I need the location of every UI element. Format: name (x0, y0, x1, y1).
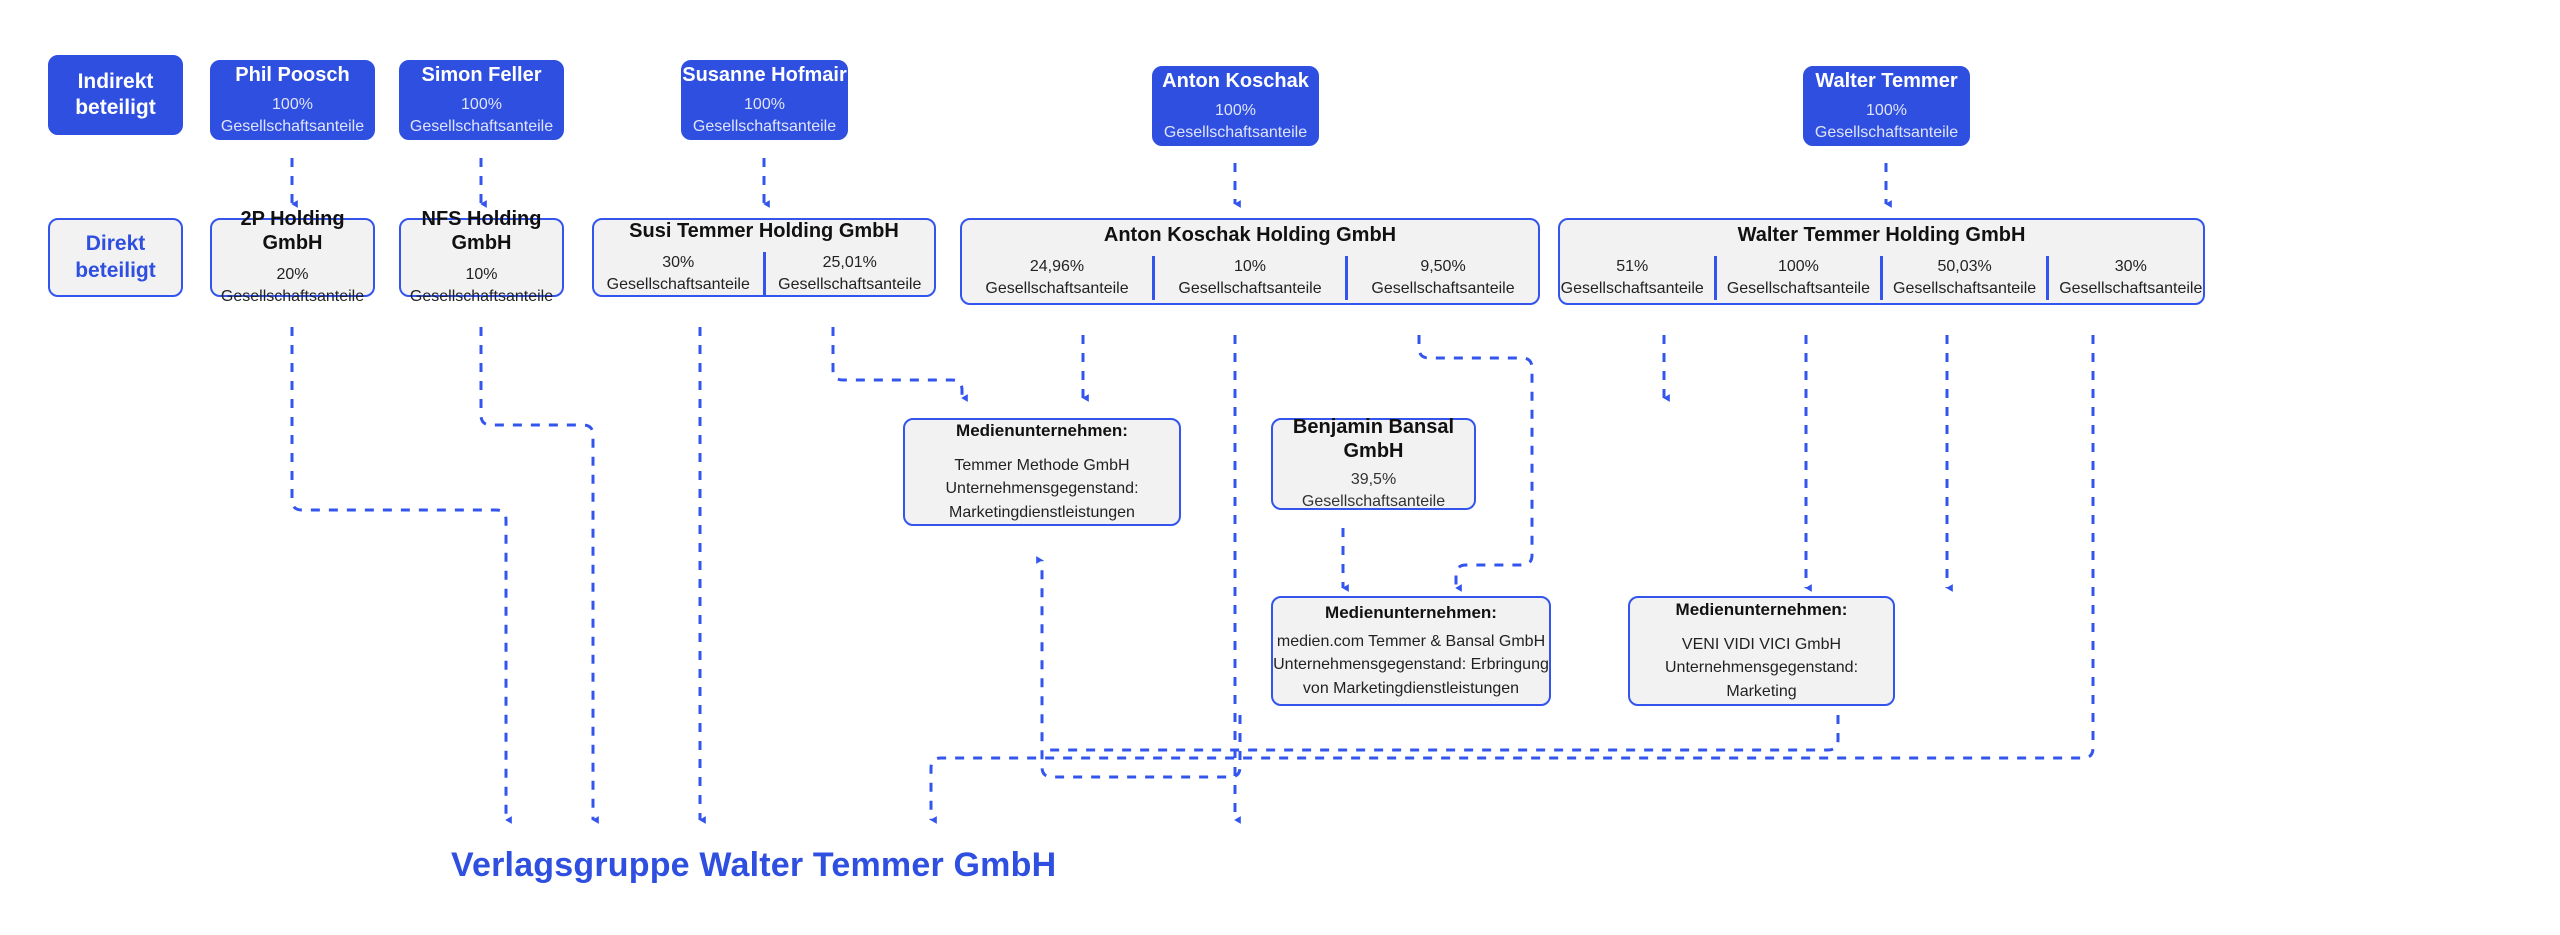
share-percent: 100% (1777, 258, 1819, 276)
share-item: 24,96% Gesellschaftsanteile (962, 256, 1152, 299)
media-card-medien-com-temmer-bansal-gmbh[interactable]: Medienunternehmen: medien.com Temmer & B… (1271, 596, 1551, 706)
shareholder-name: Walter Temmer (1815, 69, 1958, 92)
media-line1: Temmer Methode GmbH (954, 457, 1130, 475)
wire-2p-to-verlagsgruppe (290, 327, 512, 824)
share-item: 100% Gesellschaftsanteile (1713, 256, 1880, 300)
shareholder-name: Anton Koschak (1162, 69, 1309, 92)
share-item: 30% Gesellschaftsanteile (2046, 256, 2212, 300)
holding-card-nfs-holding-gmbh[interactable]: NFS Holding GmbH 10% Gesellschaftsanteil… (399, 208, 564, 305)
shareholder-name: Susanne Hofmair (682, 63, 847, 86)
wire-susi-2501-to-temmer-methode (831, 327, 968, 402)
media-line3: von Marketingdienstleistungen (1302, 679, 1520, 697)
share-list: 51% Gesellschaftsanteile 100% Gesellscha… (1560, 256, 2203, 300)
wire-wth-30-to-verlagsgruppe (929, 335, 2095, 824)
share-list: 30% Gesellschaftsanteile 25,01% Gesellsc… (594, 252, 935, 296)
legend-direkt-line1: Direkt (85, 232, 146, 256)
share-item: 10% Gesellschaftsanteile (400, 264, 563, 307)
shareholder-unit: Gesellschaftsanteile (1163, 123, 1308, 141)
media-line2: Unternehmensgegenstand: Erbringung (1273, 656, 1549, 674)
share-label: Gesellschaftsanteile (1178, 280, 1322, 297)
holding-card-2p-holding-gmbh[interactable]: 2P Holding GmbH 20% Gesellschaftsanteile (210, 208, 375, 305)
share-percent: 10% (1233, 258, 1267, 276)
share-label: Gesellschaftsanteile (1560, 280, 1704, 297)
share-item: 20% Gesellschaftsanteile (211, 264, 374, 307)
media-head: Medienunternehmen: (956, 421, 1128, 441)
share-item: 10% Gesellschaftsanteile (1152, 256, 1345, 300)
share-item: 30% Gesellschaftsanteile (594, 252, 763, 295)
shareholder-percent: 100% (744, 95, 785, 113)
holding-name: Anton Koschak Holding GmbH (1103, 224, 1397, 247)
share-percent: 30% (2114, 258, 2147, 276)
subsidiary-name: Benjamin Bansal GmbH (1292, 415, 1455, 462)
company-card-benjamin-bansal-gmbh[interactable]: Benjamin Bansal GmbH 39,5% Gesellschafts… (1271, 415, 1476, 510)
shareholder-card-anton-koschak[interactable]: Anton Koschak 100% Gesellschaftsanteile (1152, 66, 1319, 146)
holding-card-anton-koschak-holding-gmbh[interactable]: Anton Koschak Holding GmbH 24,96% Gesell… (960, 218, 1540, 305)
share-percent: 20% (276, 266, 309, 284)
holding-name: Walter Temmer Holding GmbH (1737, 224, 2026, 247)
legend-direkt-beteiligt: Direkt beteiligt (48, 218, 183, 297)
shareholder-percent: 100% (1866, 101, 1907, 119)
share-percent: 51% (1616, 258, 1649, 276)
share-label: Gesellschaftsanteile (2059, 280, 2203, 297)
share-item: 51% Gesellschaftsanteile (1551, 256, 1714, 299)
share-percent: 50,03% (1937, 258, 1992, 276)
shareholder-unit: Gesellschaftsanteile (220, 117, 365, 135)
wire-nfs-to-verlagsgruppe (479, 327, 599, 824)
shareholder-percent: 100% (1215, 101, 1256, 119)
share-percent: 10% (465, 266, 498, 284)
subsidiary-percent: 39,5% (1350, 470, 1397, 488)
media-card-temmer-methode-gmbh[interactable]: Medienunternehmen: Temmer Methode GmbH U… (903, 418, 1181, 526)
media-line1: VENI VIDI VICI GmbH (1681, 636, 1842, 654)
shareholder-name: Simon Feller (421, 63, 542, 86)
media-card-veni-vidi-vici-gmbh[interactable]: Medienunternehmen: VENI VIDI VICI GmbH U… (1628, 596, 1895, 706)
legend-indirekt-line2: beteiligt (75, 96, 156, 119)
share-list: 24,96% Gesellschaftsanteile 10% Gesellsc… (962, 256, 1538, 300)
holding-name: NFS Holding GmbH (421, 208, 542, 255)
media-line3: Marketingdienstleistungen (949, 503, 1135, 521)
shareholder-card-susanne-hofmair[interactable]: Susanne Hofmair 100% Gesellschaftsanteil… (681, 60, 848, 140)
share-label: Gesellschaftsanteile (778, 276, 922, 293)
media-head: Medienunternehmen: (1325, 603, 1497, 623)
share-label: Gesellschaftsanteile (985, 280, 1129, 297)
holding-name: 2P Holding GmbH (240, 208, 345, 255)
media-line1: medien.com Temmer & Bansal GmbH (1276, 633, 1546, 651)
page-title-verlagsgruppe: Verlagsgruppe Walter Temmer GmbH (451, 846, 1057, 884)
share-percent: 9,50% (1420, 258, 1466, 276)
wire-veni-vidi-vici-run (1050, 715, 1840, 752)
share-percent: 24,96% (1029, 258, 1085, 276)
media-head: Medienunternehmen: (1675, 600, 1848, 620)
share-label: Gesellschaftsanteile (1726, 280, 1870, 297)
wire-medien-com-to-temmer-methode (1036, 556, 1242, 779)
holding-card-walter-temmer-holding-gmbh[interactable]: Walter Temmer Holding GmbH 51% Gesellsch… (1558, 218, 2205, 305)
shareholder-card-phil-poosch[interactable]: Phil Poosch 100% Gesellschaftsanteile (210, 60, 375, 140)
shareholder-card-simon-feller[interactable]: Simon Feller 100% Gesellschaftsanteile (399, 60, 564, 140)
share-percent: 25,01% (822, 254, 877, 272)
share-percent: 30% (662, 254, 695, 272)
holding-card-susi-temmer-holding-gmbh[interactable]: Susi Temmer Holding GmbH 30% Gesellschaf… (592, 218, 936, 297)
shareholder-percent: 100% (461, 95, 502, 113)
subsidiary-unit: Gesellschaftsanteile (1301, 493, 1446, 510)
share-label: Gesellschaftsanteile (220, 288, 365, 305)
share-item: 50,03% Gesellschaftsanteile (1880, 256, 2046, 300)
shareholder-percent: 100% (272, 95, 313, 113)
share-label: Gesellschaftsanteile (606, 276, 750, 293)
shareholder-unit: Gesellschaftsanteile (409, 117, 554, 135)
legend-direkt-line2: beteiligt (75, 258, 156, 282)
share-item: 25,01% Gesellschaftsanteile (762, 252, 935, 296)
shareholder-name: Phil Poosch (235, 63, 350, 86)
media-line2: Unternehmensgegenstand: (945, 480, 1139, 498)
legend-indirekt-beteiligt: Indirekt beteiligt (48, 55, 183, 135)
share-label: Gesellschaftsanteile (1371, 280, 1515, 297)
media-line2: Unternehmensgegenstand: Marketing (1664, 659, 1859, 700)
holding-name: Susi Temmer Holding GmbH (629, 220, 899, 243)
shareholder-unit: Gesellschaftsanteile (692, 117, 837, 135)
share-label: Gesellschaftsanteile (409, 288, 554, 305)
shareholder-card-walter-temmer[interactable]: Walter Temmer 100% Gesellschaftsanteile (1803, 66, 1970, 146)
share-list: 20% Gesellschaftsanteile (212, 264, 373, 307)
legend-indirekt-line1: Indirekt (77, 69, 154, 93)
share-item: 9,50% Gesellschaftsanteile (1345, 256, 1538, 300)
share-list: 10% Gesellschaftsanteile (401, 264, 562, 307)
share-label: Gesellschaftsanteile (1893, 280, 2037, 297)
shareholder-unit: Gesellschaftsanteile (1814, 123, 1959, 141)
